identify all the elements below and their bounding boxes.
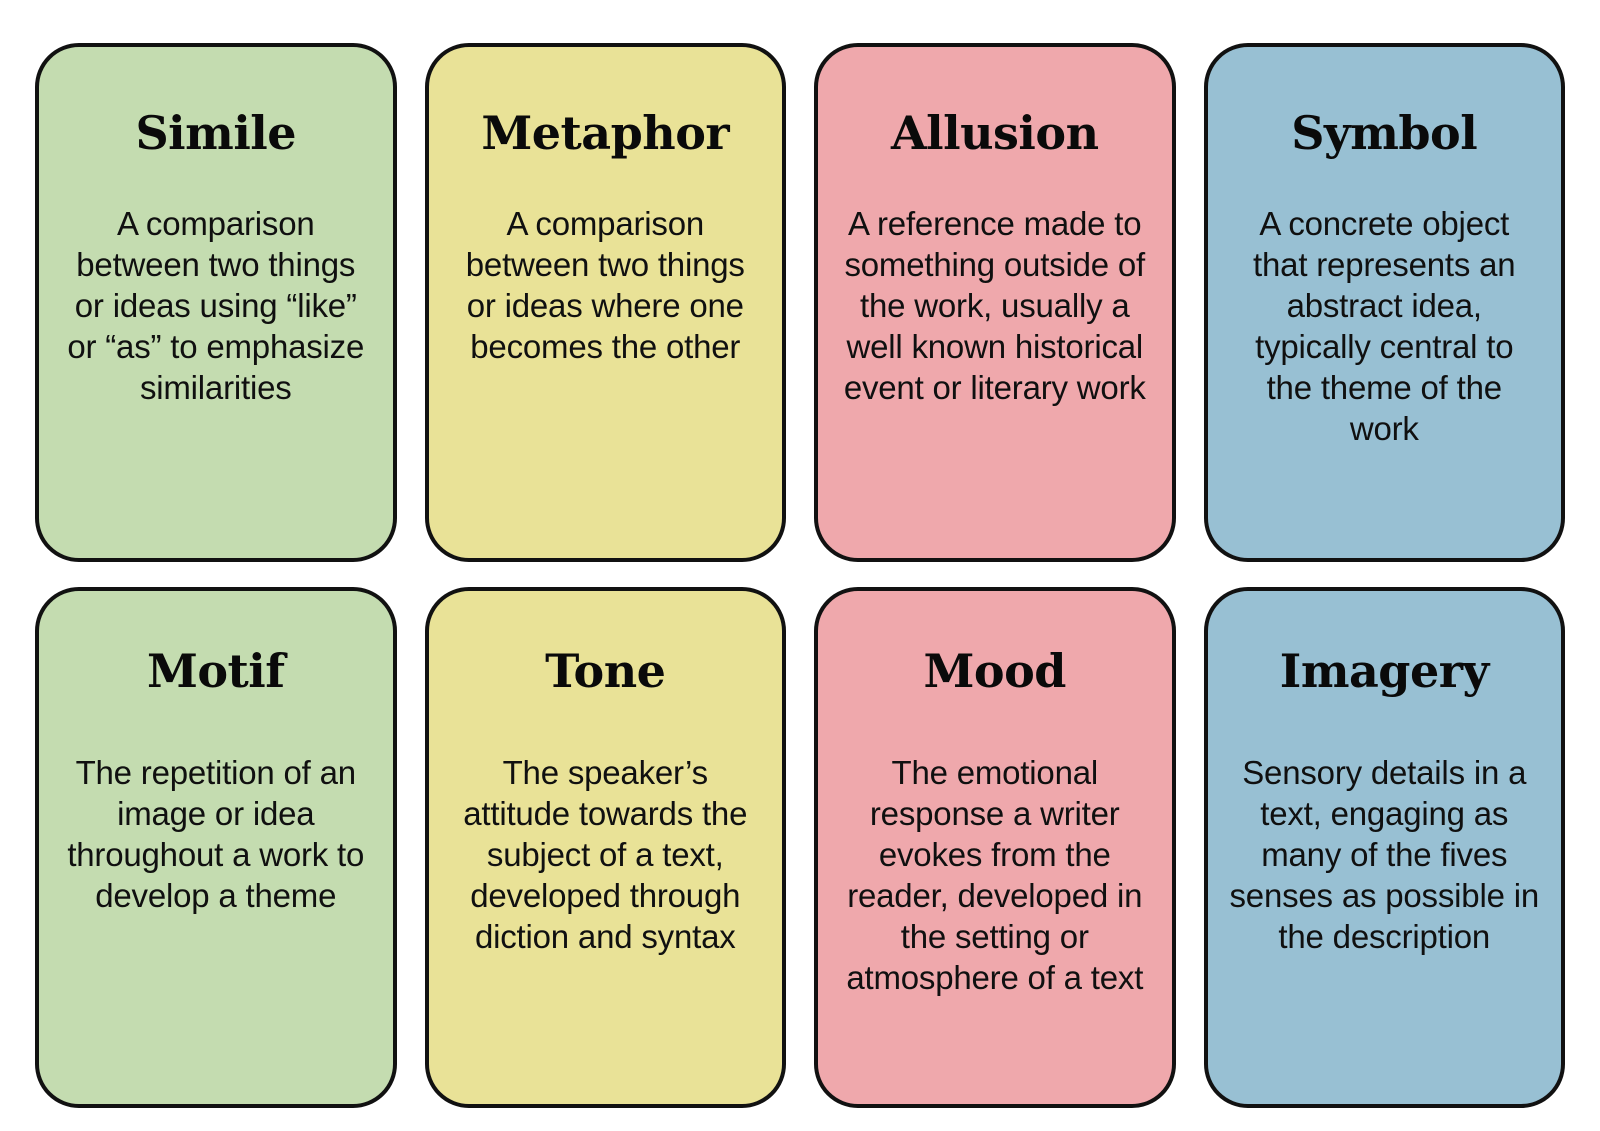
term-card-definition: A concrete object that represents an abs… <box>1253 205 1516 447</box>
term-card-title: Imagery <box>1279 644 1489 698</box>
term-card-allusion: Allusion A reference made to something o… <box>814 43 1176 562</box>
term-card-title: Simile <box>135 106 297 160</box>
term-card-mood: Mood The emotional response a writer evo… <box>814 587 1176 1108</box>
term-card-title: Symbol <box>1291 106 1478 160</box>
term-card-title: Tone <box>545 644 666 698</box>
term-card-simile: Simile A comparison between two things o… <box>35 43 397 562</box>
term-card-imagery: Imagery Sensory details in a text, engag… <box>1203 587 1565 1108</box>
term-card-title: Motif <box>146 644 285 698</box>
term-card-definition: A reference made to something outside of… <box>843 205 1146 406</box>
term-card-symbol: Symbol A concrete object that represents… <box>1203 43 1565 562</box>
term-card-tone: Tone The speaker’s attitude towards the … <box>424 587 786 1108</box>
term-card-definition: The repetition of an image or idea throu… <box>67 754 365 914</box>
term-card-definition: A comparison between two things or ideas… <box>67 205 365 406</box>
term-card-definition: Sensory details in a text, engaging as m… <box>1229 754 1540 955</box>
term-card-metaphor: Metaphor A comparison between two things… <box>424 43 786 562</box>
term-card-title: Allusion <box>890 106 1099 160</box>
term-card-title: Metaphor <box>481 106 730 160</box>
term-card-definition: The speaker’s attitude towards the subje… <box>463 754 748 955</box>
term-card-title: Mood <box>923 644 1067 698</box>
term-card-definition: A comparison between two things or ideas… <box>465 205 745 365</box>
term-card-motif: Motif The repetition of an image or idea… <box>35 587 397 1108</box>
term-card-definition: The emotional response a writer evokes f… <box>846 754 1144 996</box>
